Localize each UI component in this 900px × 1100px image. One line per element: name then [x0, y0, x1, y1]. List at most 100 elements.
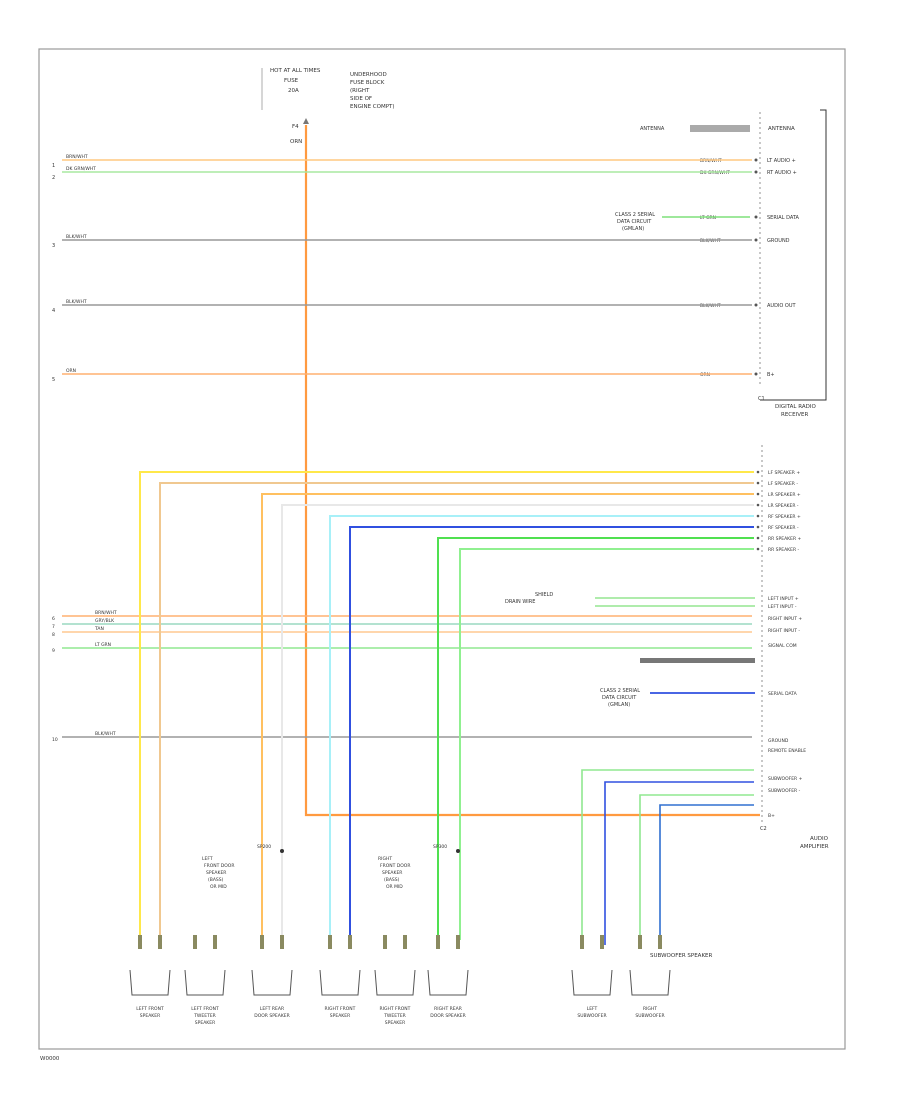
amp-serial-note-2: DATA CIRCUIT [602, 695, 637, 701]
amp-pin-terminal [756, 503, 760, 507]
fuse-note-1: UNDERHOOD [350, 72, 387, 78]
amp-pin-label: LR SPEAKER - [768, 503, 799, 509]
amp-pin-terminal [756, 547, 760, 551]
radio-pin-label: SERIAL DATA [767, 215, 800, 221]
speaker-terminal-neg [456, 935, 460, 949]
speaker-label: RIGHT FRONT [325, 1006, 356, 1012]
speaker-icon [319, 969, 361, 996]
radio-pin-label: B+ [767, 372, 775, 378]
antenna-cable [690, 125, 750, 132]
amp-pin-terminal [756, 525, 760, 529]
radio-circuit-number: 4 [52, 308, 55, 314]
speaker-terminal-neg [403, 935, 407, 949]
splice-note: OR MID [210, 884, 227, 890]
amp-circuit-label: BRN/WHT [95, 610, 117, 616]
subwoofer-wire [639, 794, 754, 945]
radio-circuit-number: 5 [52, 377, 55, 383]
radio-circuit-label: BLK/WHT [66, 234, 87, 240]
speaker-terminal-pos [193, 935, 197, 949]
radio-pin-terminal [754, 170, 758, 174]
amp-pin-label: SUBWOOFER + [768, 776, 803, 782]
subwoofer-note: SUBWOOFER SPEAKER [650, 953, 713, 959]
amp-pin-terminal [756, 536, 760, 540]
radio-pin-terminal [754, 215, 758, 219]
splice-note: (BASS) [208, 877, 224, 883]
splice-id: SP200 [257, 844, 271, 850]
radio-circuit-label: BLK/WHT [66, 299, 87, 305]
amp-pin-label: LF SPEAKER - [768, 481, 798, 487]
splice-id: SP300 [433, 844, 447, 850]
speaker-wire [459, 548, 754, 940]
speaker-icon [251, 969, 293, 996]
fuse-rating: 20A [288, 88, 299, 94]
speaker-wire [329, 515, 754, 940]
subwoofer-wire [581, 769, 754, 945]
radio-wire-code: BLK/WHT [700, 238, 721, 244]
radio-receiver: DIGITAL RADIO RECEIVER C1 ANTENNA ANTENN… [640, 109, 827, 418]
amp-pin-label: LEFT INPUT - [768, 604, 797, 610]
speaker-label: SPEAKER [140, 1013, 160, 1019]
speaker-label: SUBWOOFER [635, 1013, 664, 1019]
amp-pin-label: REMOTE ENABLE [768, 748, 806, 754]
splice-note: (BASS) [384, 877, 400, 883]
radio-label-1: DIGITAL RADIO [775, 404, 816, 410]
amp-pin-terminal [756, 492, 760, 496]
radio-wire-code: ORN [700, 372, 710, 378]
speaker-label: SUBWOOFER [577, 1013, 606, 1019]
radio-pin-label: GROUND [767, 238, 790, 244]
amp-pin-label: RR SPEAKER + [768, 536, 802, 542]
radio-pin-terminal [754, 158, 758, 162]
shield-note-2: DRAIN WIRE [505, 599, 535, 605]
speaker-icon [427, 969, 469, 996]
splice-note: OR MID [386, 884, 403, 890]
radio-wire-code: BRN/WHT [700, 158, 722, 164]
speaker-wire [261, 493, 754, 940]
radio-serial-note-3: (GMLAN) [622, 226, 644, 232]
battery-feed-wire [304, 125, 760, 817]
splice-note: FRONT DOOR [204, 863, 234, 869]
fuse-icon [303, 118, 309, 124]
amp-label-1: AUDIO [810, 836, 829, 842]
speaker-wire-runs [139, 471, 754, 945]
radio-circuit-label: BRN/WHT [66, 154, 88, 160]
radio-pin-terminal [754, 238, 758, 242]
speaker-wire [281, 504, 754, 940]
amp-circuit-number: 9 [52, 648, 55, 654]
amp-circuit-label: TAN [94, 626, 104, 632]
amp-circuit-number: 10 [52, 737, 58, 743]
fuse-note-5: ENGINE COMPT) [350, 104, 395, 110]
radio-circuit-number: 1 [52, 163, 55, 169]
amp-pin-label: LEFT INPUT + [768, 596, 799, 602]
radio-receiver-outline [760, 109, 827, 401]
amp-circuit-number: 8 [52, 632, 55, 638]
radio-wire-code: BLK/WHT [700, 303, 721, 309]
amp-pin-terminal [756, 481, 760, 485]
amp-pin-label: RIGHT INPUT - [768, 628, 800, 634]
amp-circuit-number: 7 [52, 624, 55, 630]
speaker-label: LEFT REAR [260, 1006, 284, 1012]
amp-pin-list: LF SPEAKER +LF SPEAKER -LR SPEAKER +LR S… [756, 470, 806, 819]
radio-connector-label: C1 [758, 396, 765, 402]
radio-wire-code: DK GRN/WHT [700, 170, 730, 176]
speaker-label: RIGHT REAR [434, 1006, 462, 1012]
amp-circuit-number: 6 [52, 616, 55, 622]
radio-serial-note-2: DATA CIRCUIT [617, 219, 652, 225]
amp-label-2: AMPLIFIER [800, 844, 829, 850]
radio-circuit-label: ORN [66, 368, 76, 374]
speaker-terminal-neg [600, 935, 604, 949]
amp-pin-label: SIGNAL COM [768, 643, 797, 649]
fuse-block: HOT AT ALL TIMES FUSE 20A UNDERHOOD FUSE… [261, 68, 395, 145]
fuse-id: F4 [292, 124, 299, 130]
speaker-label: TWEETER [193, 1013, 216, 1019]
speaker-wire [139, 471, 754, 940]
amp-circuit-label: GRY/BLK [95, 618, 115, 624]
amp-pin-label: SUBWOOFER - [768, 788, 801, 794]
amp-pin-label: LR SPEAKER + [768, 492, 801, 498]
subwoofer-wire [604, 781, 754, 945]
